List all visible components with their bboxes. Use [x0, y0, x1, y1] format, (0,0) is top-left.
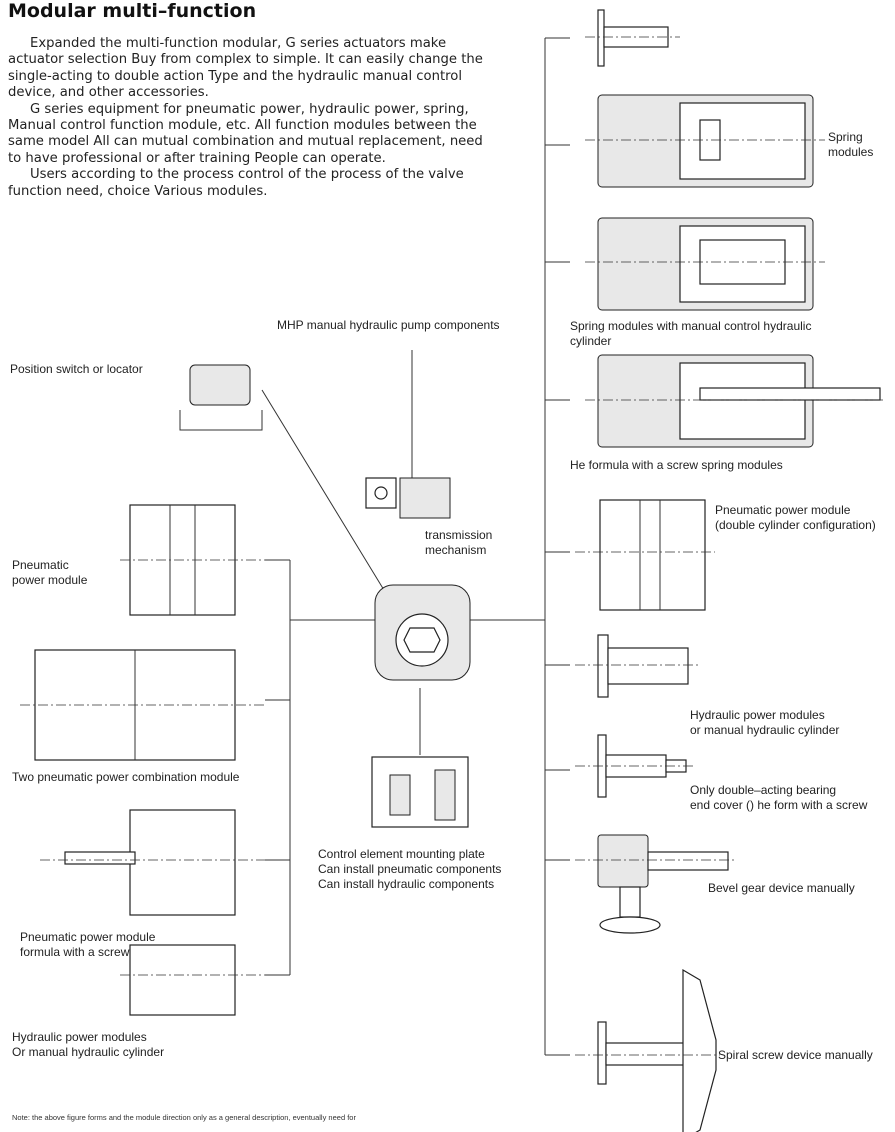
pneumatic-double-module — [575, 499, 715, 611]
label-spring-manual: Spring modules with manual control hydra… — [570, 319, 812, 348]
label-double-acting: Only double–acting bearing end cover () … — [690, 783, 868, 812]
double-acting-cover-module — [575, 734, 695, 798]
label-spring-modules: Spring modules — [828, 130, 874, 159]
intro-paragraph: Users according to the process control o… — [8, 167, 464, 199]
footnote: Note: the above figure forms and the mod… — [12, 1113, 356, 1122]
label-hydraulic-left: Hydraulic power modules Or manual hydrau… — [12, 1030, 165, 1059]
bevel-gear-module — [575, 834, 735, 934]
left-branch-ticks — [265, 559, 290, 976]
intro-text: Expanded the multi-function modular, G s… — [8, 36, 488, 200]
spring-module-2 — [585, 217, 825, 311]
label-pneumatic-power: Pneumatic power module — [12, 558, 88, 587]
hydraulic-left-module — [120, 944, 265, 1016]
intro-paragraph: Expanded the multi-function modular, G s… — [8, 36, 483, 101]
label-control-plate: Control element mounting plate Can insta… — [318, 847, 502, 891]
label-bevel-gear: Bevel gear device manually — [708, 881, 855, 895]
center-actuator — [374, 584, 471, 681]
hydraulic-right-module — [575, 634, 700, 698]
label-transmission: transmission mechanism — [425, 528, 493, 557]
label-two-pneumatic: Two pneumatic power combination module — [12, 770, 240, 784]
spiral-screw-module — [575, 968, 720, 1132]
label-screw-spring: He formula with a screw spring modules — [570, 458, 783, 472]
label-position-switch: Position switch or locator — [10, 362, 143, 376]
spring-module-1 — [585, 94, 825, 188]
intro-paragraph: G series equipment for pneumatic power, … — [8, 101, 483, 166]
page-title: Modular multi–function — [8, 0, 257, 22]
spring-module-3 — [585, 354, 885, 448]
label-pneumatic-double: Pneumatic power module (double cylinder … — [715, 503, 876, 532]
label-mhp: MHP manual hydraulic pump components — [277, 318, 500, 332]
shaft-flange-module — [585, 9, 680, 67]
pneumatic-screw-module — [40, 809, 265, 916]
mhp-pump — [365, 350, 451, 519]
control-plate — [371, 756, 469, 828]
position-switch — [179, 364, 263, 431]
label-hydraulic-right: Hydraulic power modules or manual hydrau… — [690, 708, 840, 737]
two-pneumatic-module — [20, 649, 265, 761]
right-branch-ticks — [545, 37, 570, 1056]
label-pneumatic-screw: Pneumatic power module formula with a sc… — [20, 930, 156, 959]
pneumatic-power-module — [120, 504, 265, 616]
label-spiral-screw: Spiral screw device manually — [718, 1048, 873, 1062]
